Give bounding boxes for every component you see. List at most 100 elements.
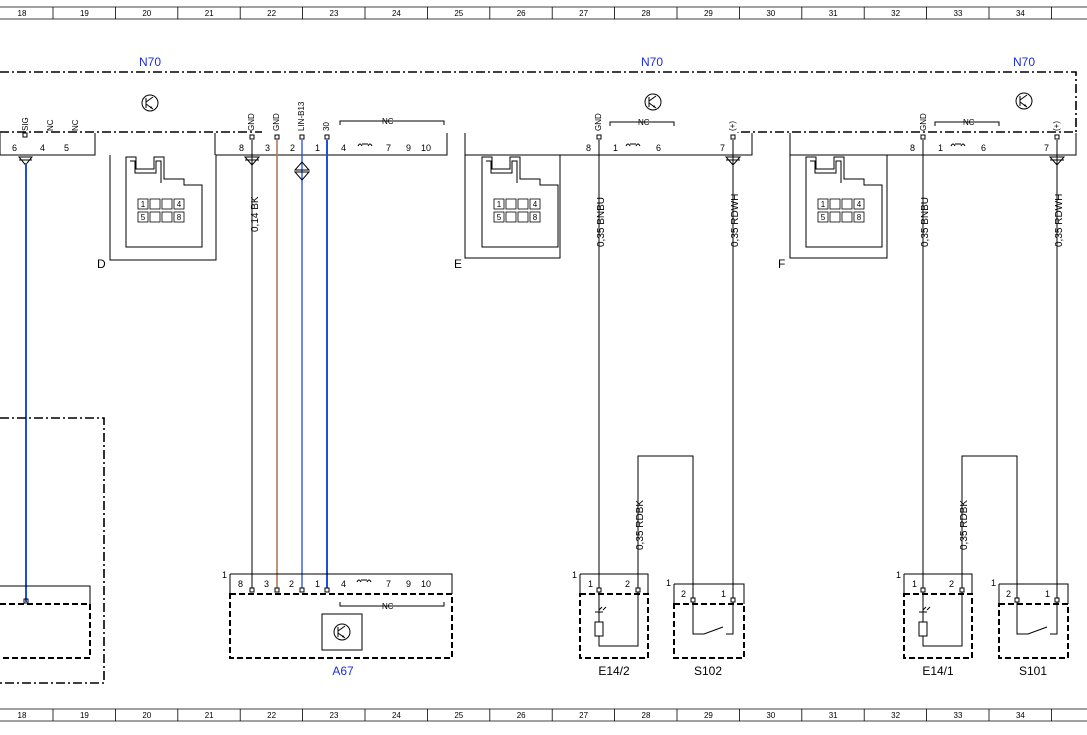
transistor-icon [333,623,351,641]
pin-number: 6 [981,143,986,153]
nc-label: NC [963,118,975,127]
connector-letter: F [778,257,785,271]
wires [25,140,1066,602]
housing-pin-cell [149,211,161,223]
transistor-icon [141,94,159,112]
component-s102: 1 2 1 S102 [666,578,745,678]
ruler-number: 32 [891,711,900,720]
housing-pin-number: 4 [857,200,862,209]
connector-housing-e: 1 4 5 8 [481,156,559,248]
ruler-number: 31 [829,9,838,18]
housing-pin-cell [529,211,541,223]
pin-number: 7 [386,579,391,589]
component-a67: 1 8 3 2 1 4 7 9 10 NC A67 [222,570,453,678]
pin-number: 2 [289,579,294,589]
pin-number: 8 [238,579,243,589]
wire-label: 0,35 RDBK [959,500,970,550]
housing-pin-cell [853,198,865,210]
ruler-number: 21 [205,711,214,720]
housing-pin-number: 8 [857,213,862,222]
component-name: S102 [694,664,722,678]
pin-number: 4 [341,579,346,589]
pin-number: 2 [1006,589,1011,599]
pin-number: 1 [721,589,726,599]
pin-number: 10 [421,579,431,589]
pin-label-gnd: GND [272,113,281,131]
pin-label-gnd: GND [594,113,603,131]
ruler-number: 33 [954,9,963,18]
ruler-number: 30 [766,711,775,720]
nc-label: NC [382,117,394,126]
component-pin-marker: 1 [991,578,996,588]
ruler-number: 18 [18,9,27,18]
wire-label: 0,35 RDBK [635,500,646,550]
ruler-number: 24 [392,9,401,18]
wire-label: 0,35 BNBU [596,197,607,247]
n70-label: N70 [139,55,161,69]
housing-pin-cell [529,198,541,210]
housing-pin-number: 5 [821,213,826,222]
connector-d: D GND GND LIN-B13 30 NC 8 3 2 1 4 7 9 10 [97,101,448,271]
ruler-number: 19 [80,9,89,18]
transistor-icon [1015,92,1033,110]
component-pin-marker: 1 [666,578,671,588]
component-name: S101 [1019,664,1047,678]
component-s101: 1 2 1 S101 [991,578,1069,678]
wire-label: 0,14 BK [250,196,261,232]
n70-label: N70 [641,55,663,69]
pin-number: 1 [613,143,618,153]
housing-pin-number: 5 [497,213,502,222]
pin-number: 1 [912,579,917,589]
housing-pin-number: 8 [533,213,538,222]
pin-label-plus: (+) [728,121,737,131]
transistor-icon [644,93,662,111]
wire-label: 0,35 BNBU [920,197,931,247]
housing-pin-cell [841,211,853,223]
housing-pin-number: 4 [533,200,538,209]
housing-pin-number: 1 [141,200,146,209]
connector-letter: E [454,257,462,271]
wire-label: 0,35 RDWH [1054,194,1065,247]
housing-pin-number: 1 [497,200,502,209]
pin-number: 1 [315,143,320,153]
pin-number: 2 [949,579,954,589]
ruler-number: 31 [829,711,838,720]
pin-number: 2 [681,589,686,599]
ruler-number: 34 [1016,711,1025,720]
pin-number: 1 [1045,589,1050,599]
pin-number: 4 [40,143,45,153]
pin-number: 8 [586,143,591,153]
ruler-number: 21 [205,9,214,18]
component-name: E14/2 [598,664,630,678]
pin-label-sig: SIG [21,117,30,131]
pin-number: 4 [341,143,346,153]
pin-label-nc: NC [46,119,55,131]
ruler-number: 23 [330,9,339,18]
ruler-number: 32 [891,9,900,18]
ruler-number: 28 [642,9,651,18]
ruler-number: 26 [517,9,526,18]
connector-letter: D [97,257,106,271]
ruler-number: 25 [454,711,463,720]
ruler-number: 25 [454,9,463,18]
pin-number: 6 [656,143,661,153]
connector-e: E GND NC (+) 8 1 6 7 [454,113,753,271]
pin-label-nc: NC [71,119,80,131]
ruler-number: 20 [142,711,151,720]
component-pin-marker: 1 [896,570,901,580]
pin-number: 1 [588,579,593,589]
component-e14-2: 1 1 2 E14/2 [572,570,649,678]
housing-pin-cell [493,198,505,210]
housing-pin-cell [853,211,865,223]
housing-pin-cell [137,198,149,210]
component-e14-1: 1 1 2 E14/1 [896,570,973,678]
ruler-number: 19 [80,711,89,720]
housing-pin-cell [161,198,173,210]
ruler-number: 22 [267,9,276,18]
pin-number: 7 [1044,143,1049,153]
left-lower-module [0,417,105,684]
